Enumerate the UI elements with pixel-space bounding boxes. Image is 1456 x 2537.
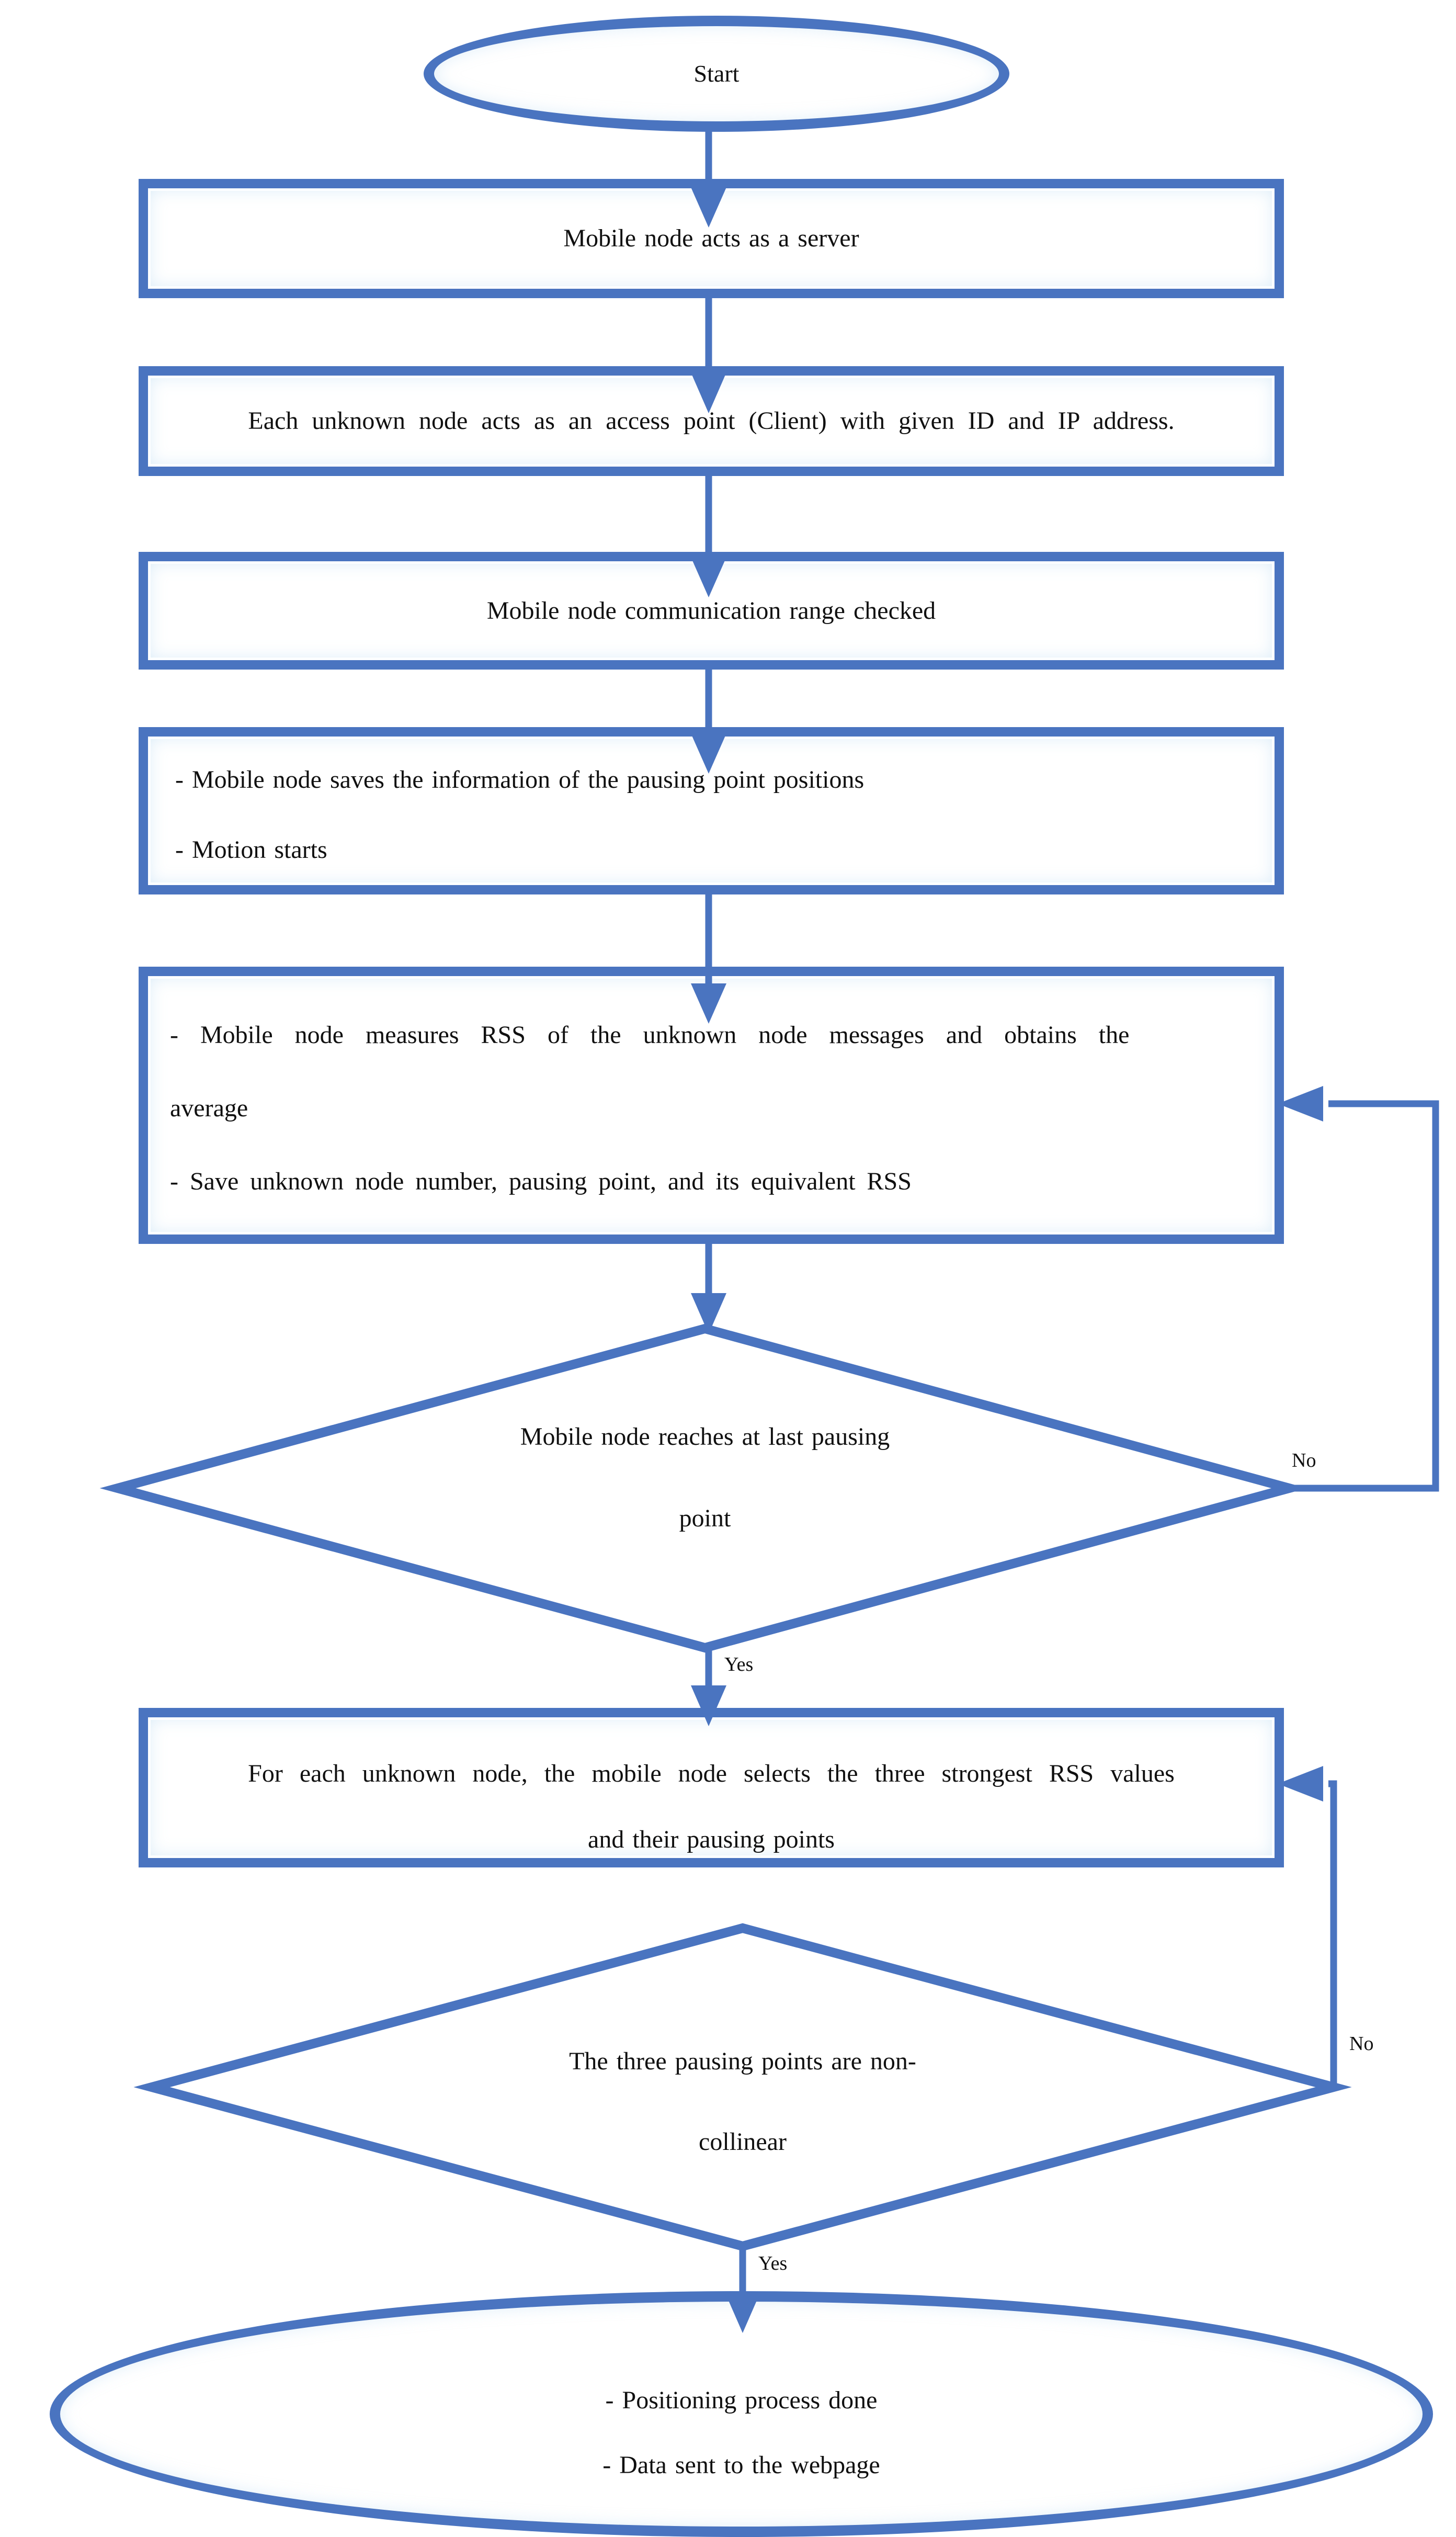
decision-non-collinear-label: The three pausing points are non- collin… [324, 2046, 1161, 2157]
start-node-label: Start [424, 16, 1009, 132]
arrowhead-down-icon [691, 1293, 726, 1334]
process-measure-rss-label: - Mobile node measures RSS of the unknow… [170, 1020, 1129, 1197]
label-no-2: No [1349, 2033, 1374, 2055]
decision1-line-1: Mobile node reaches at last pausing [520, 1423, 890, 1451]
process-box-select-strongest [139, 1708, 1284, 1867]
process-range-check-text: Mobile node communication range checked [486, 596, 936, 625]
label-yes-2: Yes [758, 2252, 788, 2274]
decision-last-pausing-label: Mobile node reaches at last pausing poin… [287, 1422, 1123, 1534]
end-node-label: - Positioning process done - Data sent t… [50, 2385, 1433, 2481]
process-server-text: Mobile node acts as a server [563, 224, 859, 252]
save-positions-line-2: - Motion starts [175, 836, 327, 864]
measure-rss-line-1: - Mobile node measures RSS of the unknow… [170, 1021, 1130, 1049]
end-line-1: - Positioning process done [605, 2386, 878, 2414]
process-save-positions-label: - Mobile node saves the information of t… [175, 765, 864, 865]
label-yes-1: Yes [724, 1653, 754, 1675]
select-strongest-line-2: and their pausing points [588, 1826, 835, 1853]
decision2-line-2: collinear [699, 2128, 787, 2156]
decision1-line-2: point [679, 1504, 731, 1532]
measure-rss-line-3: - Save unknown node number, pausing poin… [170, 1168, 912, 1195]
measure-rss-line-2: average [170, 1094, 248, 1122]
end-line-2: - Data sent to the webpage [602, 2451, 880, 2479]
process-access-point-label: Each unknown node acts as an access poin… [139, 366, 1284, 476]
label-no-1: No [1292, 1449, 1316, 1471]
loop-no-decision1-to-measure-rss [1289, 1100, 1439, 1492]
arrowhead-left-icon [1278, 1766, 1323, 1802]
process-select-strongest-label: For each unknown node, the mobile node s… [139, 1759, 1284, 1855]
arrowhead-left-icon [1278, 1086, 1323, 1122]
process-range-check-label: Mobile node communication range checked [139, 552, 1284, 670]
process-server-label: Mobile node acts as a server [139, 179, 1284, 298]
start-label-text: Start [693, 60, 740, 87]
select-strongest-line-1: For each unknown node, the mobile node s… [248, 1760, 1175, 1787]
loop-no-decision2-to-select [1328, 1780, 1337, 2087]
process-access-point-text: Each unknown node acts as an access poin… [248, 407, 1175, 435]
process-box-server [139, 179, 1284, 298]
save-positions-line-1: - Mobile node saves the information of t… [175, 766, 864, 794]
decision2-line-1: The three pausing points are non- [569, 2047, 916, 2075]
